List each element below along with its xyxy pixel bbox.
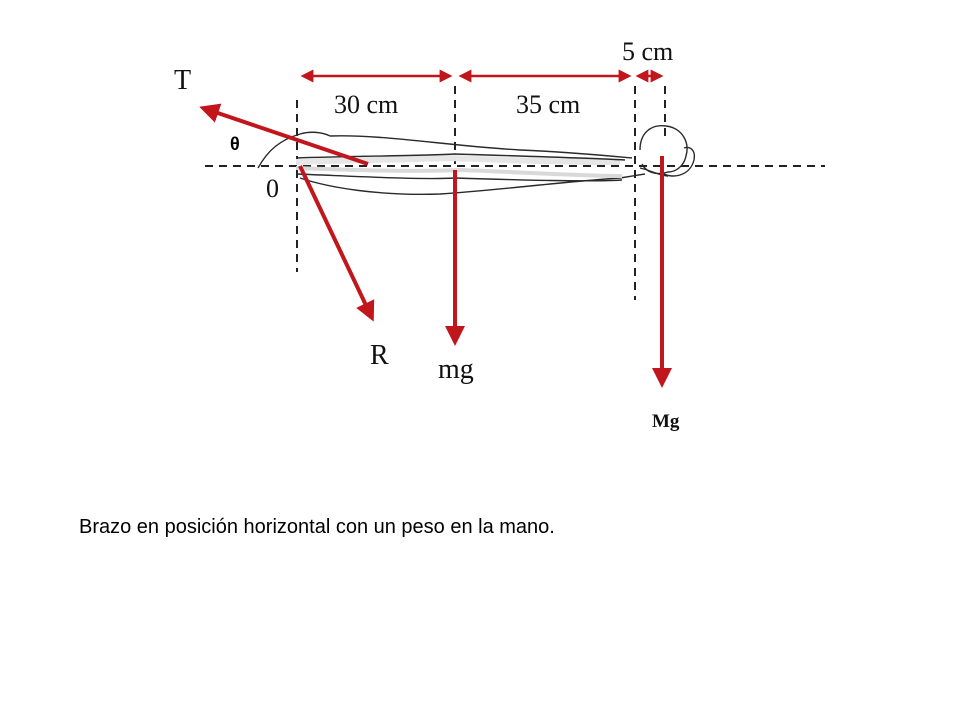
reaction-force-arrow	[298, 165, 375, 322]
upper-arm-stub	[257, 131, 331, 169]
dimension-35cm-label: 35 cm	[516, 90, 580, 119]
forearm-top-outline	[329, 135, 633, 159]
radius-bone	[295, 166, 623, 178]
angle-label: θ	[230, 134, 240, 154]
held-weight-label: Mg	[652, 411, 680, 432]
dimension-30cm-label: 30 cm	[334, 90, 398, 119]
thumb	[639, 167, 669, 177]
tension-label: T	[174, 65, 191, 96]
reference-lines	[205, 86, 825, 300]
dimension-5cm-label: 5 cm	[622, 37, 673, 66]
arm-weight-label: mg	[438, 354, 474, 385]
force-arrows	[199, 103, 672, 388]
figure-caption: Brazo en posición horizontal con un peso…	[79, 516, 555, 538]
arm-force-diagram: T θ 0 30 cm 35 cm 5 cm R mg Mg	[174, 37, 825, 432]
hand-fingers	[659, 146, 696, 177]
tension-force-arrow	[199, 103, 369, 166]
reaction-label: R	[370, 340, 389, 371]
arm-illustration	[257, 125, 696, 195]
humerus-bone	[295, 154, 621, 165]
origin-label: 0	[266, 174, 279, 203]
